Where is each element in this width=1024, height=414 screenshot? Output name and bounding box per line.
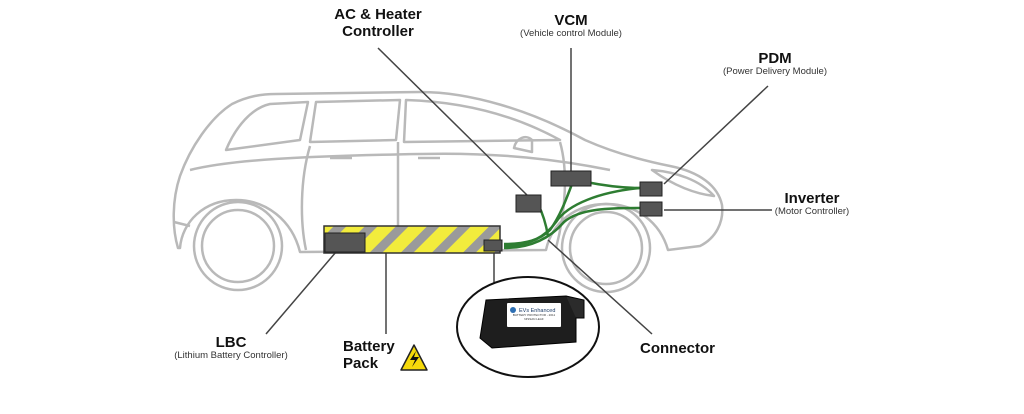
harness-to-inverter — [503, 206, 641, 250]
car-outline — [172, 90, 724, 254]
high-voltage-warning-icon — [400, 344, 428, 371]
inverter-subtitle: (Motor Controller) — [774, 206, 850, 218]
lbc-leader-line — [265, 251, 337, 335]
pdm-title: PDM — [758, 50, 792, 67]
battery-pack-label: Battery Pack — [343, 338, 405, 373]
device-brand-text: EVs Enhanced — [519, 308, 555, 314]
inverter-label: Inverter (Motor Controller) — [754, 190, 870, 218]
lbc-title: LBC — [215, 334, 247, 351]
ac-heater-title-line1: AC & Heater — [334, 6, 422, 23]
pdm-subtitle: (Power Delivery Module) — [722, 66, 827, 78]
connector-title: Connector — [640, 340, 715, 357]
front-wheel — [560, 202, 652, 294]
inverter-title: Inverter — [784, 190, 840, 207]
device-caption-text: BATTERY PROTECTOR - 2011 NISSAN LEAF — [512, 314, 556, 321]
pdm-module — [639, 181, 663, 197]
battery-protector-device: EVs Enhanced BATTERY PROTECTOR - 2011 NI… — [479, 295, 585, 349]
connector-module — [483, 239, 503, 252]
inverter-module — [639, 201, 663, 217]
brand-logo-icon — [510, 307, 516, 313]
vcm-module — [550, 170, 592, 187]
lbc-module — [324, 232, 366, 253]
pdm-label: PDM (Power Delivery Module) — [700, 50, 850, 78]
ac-heater-leader-line — [377, 47, 529, 197]
vcm-subtitle: (Vehicle control Module) — [520, 28, 622, 40]
vcm-title: VCM — [554, 12, 588, 29]
connector-label: Connector — [640, 340, 740, 357]
lbc-label: LBC (Lithium Battery Controller) — [156, 334, 306, 362]
rear-wheel — [192, 200, 284, 292]
ac-heater-controller-module — [515, 194, 542, 213]
lbc-subtitle: (Lithium Battery Controller) — [174, 350, 288, 362]
battery-title-line1: Battery — [343, 338, 395, 355]
battery-title-line2: Pack — [343, 355, 379, 373]
ac-heater-title-line2: Controller — [342, 23, 414, 41]
connector-leader-line — [547, 239, 653, 335]
harness-vcm-pdm — [585, 180, 641, 190]
leader-lines — [265, 47, 772, 335]
pdm-leader-line — [663, 85, 769, 185]
vcm-label: VCM (Vehicle control Module) — [495, 12, 647, 40]
ac-heater-controller-label: AC & Heater Controller — [318, 6, 438, 41]
harness-to-pdm — [503, 186, 641, 248]
